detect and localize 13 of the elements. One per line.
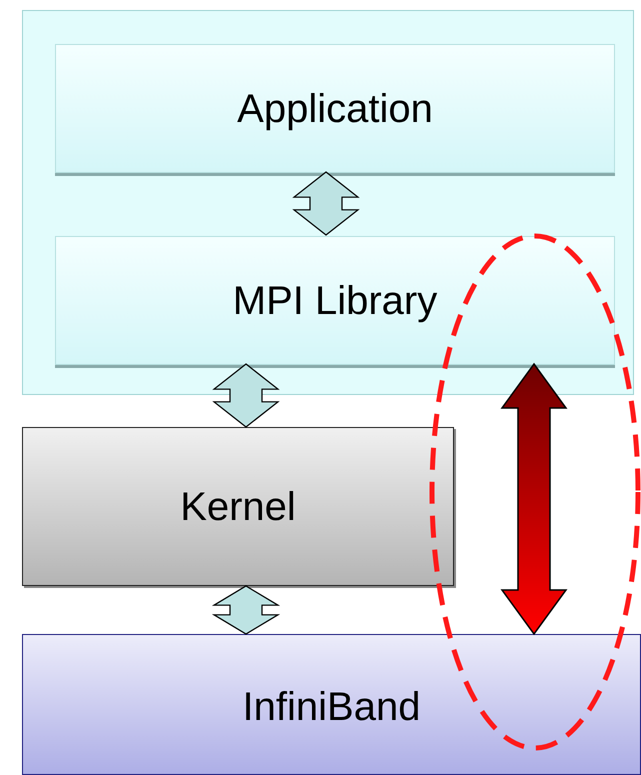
layer-box	[22, 427, 454, 586]
layer-label: Kernel	[180, 486, 296, 526]
layer-box	[22, 634, 641, 775]
double-arrow	[212, 363, 280, 428]
layer-label: InfiniBand	[242, 687, 420, 727]
layer-panel	[22, 10, 634, 395]
layer-box	[55, 236, 615, 365]
double-arrow	[292, 171, 360, 236]
layer-box	[55, 44, 615, 173]
double-arrow	[500, 362, 568, 636]
layer-label: Application	[237, 88, 433, 128]
layer-label: MPI Library	[232, 280, 438, 320]
double-arrow	[212, 585, 280, 635]
